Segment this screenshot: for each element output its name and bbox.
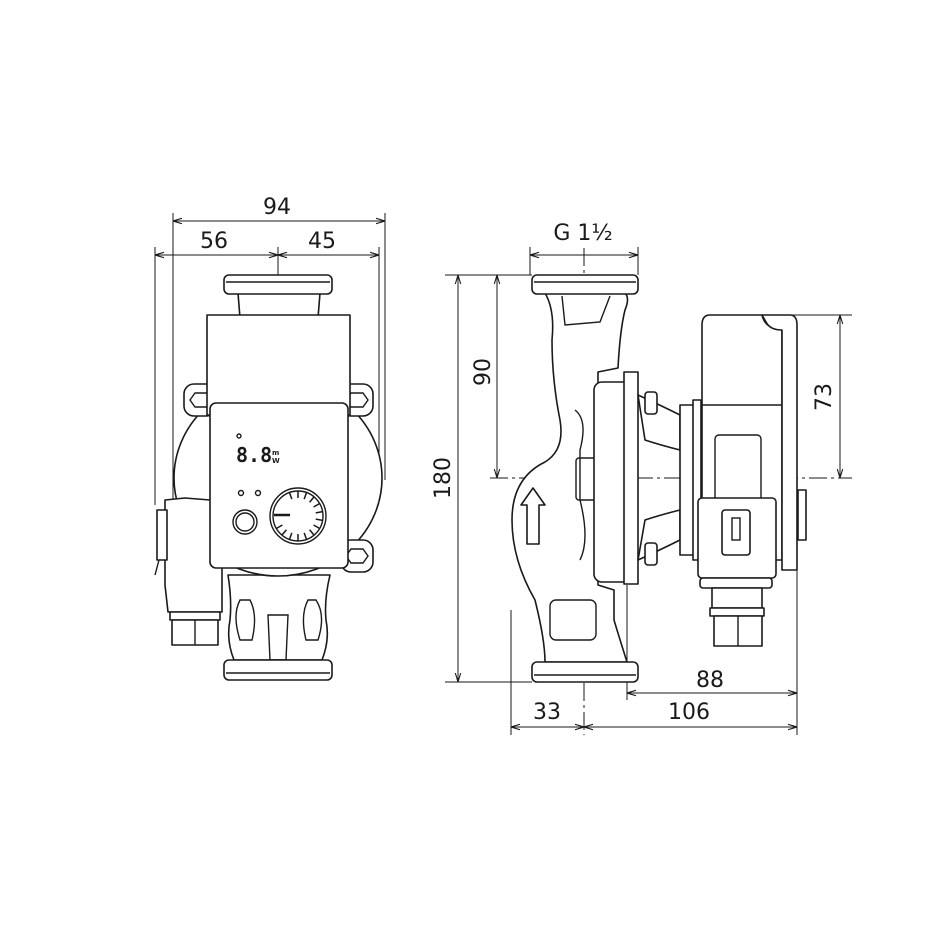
cooling-fins: [797, 489, 807, 541]
dim-label-motor-height: 73: [812, 383, 837, 411]
dim-label-total-depth: 106: [668, 700, 710, 725]
dim-label-motor-depth: 88: [696, 668, 724, 693]
front-view: 94 56 45: [154, 195, 386, 681]
dial-tick: [303, 492, 308, 500]
dial-tick: [281, 529, 288, 536]
display-unit-w: W: [272, 457, 280, 465]
dim-label-half-height: 90: [471, 358, 496, 386]
dial-tick: [308, 496, 315, 503]
control-panel: [209, 402, 349, 569]
flow-direction-arrow-icon: [520, 487, 546, 545]
dial-tick: [313, 502, 321, 508]
display-unit-m: m: [272, 449, 279, 457]
dial-tick: [313, 524, 321, 530]
side-view: G 1½ 180 90 73 88 33 106: [431, 221, 852, 735]
dial-tick: [315, 510, 323, 514]
led-indicator: [254, 489, 262, 497]
dial-tick: [288, 532, 293, 540]
push-button[interactable]: [232, 509, 258, 535]
dim-label-thread: G 1½: [553, 221, 612, 246]
dial-tick: [308, 529, 315, 536]
dial-tick: [288, 492, 293, 500]
dial-tick: [275, 524, 283, 530]
dim-label-total-width: 94: [263, 195, 291, 220]
led-indicator: [237, 489, 245, 497]
control-dial[interactable]: [269, 487, 327, 545]
dim-label-height: 180: [431, 457, 456, 499]
dim-label-right-width: 45: [308, 229, 336, 254]
dim-label-pipe-offset: 33: [533, 700, 561, 725]
dial-tick: [315, 518, 323, 522]
display-readout: 8.8: [236, 443, 272, 467]
dim-label-left-width: 56: [200, 229, 228, 254]
dial-tick: [303, 532, 308, 540]
